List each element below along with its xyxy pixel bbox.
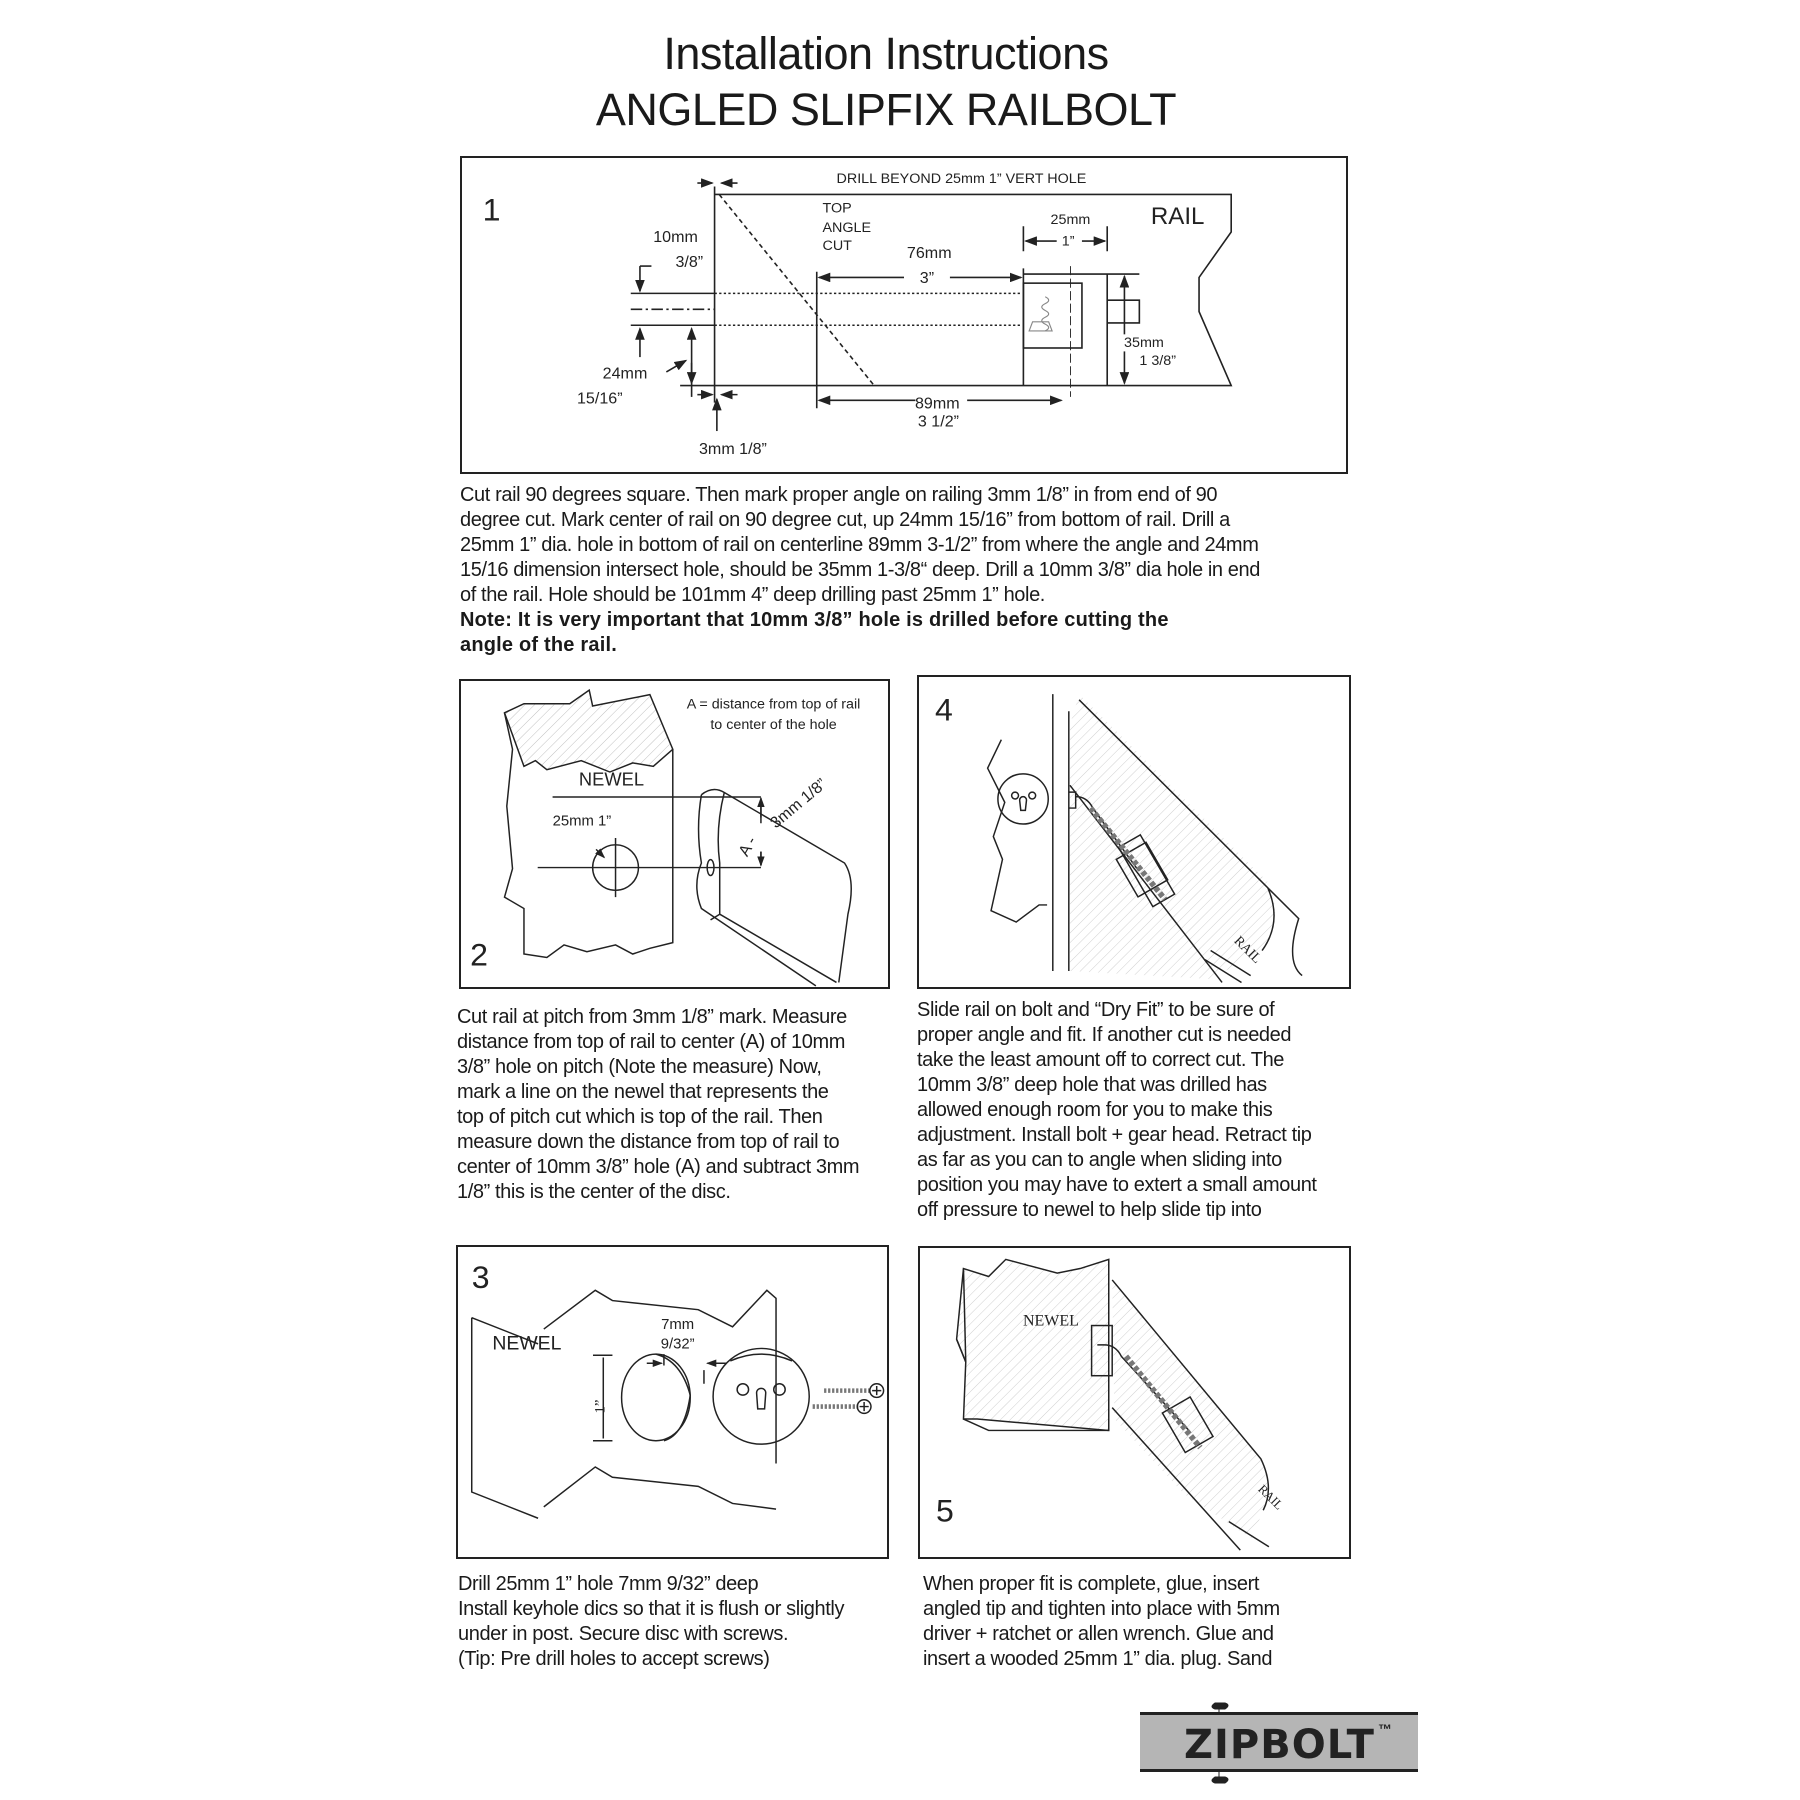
step-1-instructions: Cut rail 90 degrees square. Then mark pr…	[460, 483, 1260, 658]
text-line: adjustment. Install bolt + gear head. Re…	[917, 1124, 1312, 1146]
label-rail: RAIL	[1151, 203, 1205, 230]
label-15-16: 15/16”	[577, 391, 623, 408]
text-line: proper angle and fit. If another cut is …	[917, 1024, 1292, 1046]
text-line: allowed enough room for you to make this	[917, 1099, 1273, 1121]
step-2-diagram: A = distance from top of rail to center …	[459, 679, 890, 989]
zipbolt-logo: ZIPBOLT ™	[1140, 1700, 1420, 1786]
text-line: Install keyhole dics so that it is flush…	[458, 1598, 845, 1620]
label-89mm: 89mm	[915, 395, 960, 412]
label-10mm: 10mm	[653, 229, 698, 246]
label-top: TOP	[822, 201, 851, 217]
title-line-1: Installation Instructions	[663, 28, 1109, 79]
label-newel: NEWEL	[492, 1333, 561, 1355]
label-angle: ANGLE	[822, 220, 871, 236]
text-line: top of pitch cut which is top of the rai…	[457, 1106, 823, 1128]
text-line: driver + ratchet or allen wrench. Glue a…	[923, 1623, 1274, 1645]
text-line: degree cut. Mark center of rail on 90 de…	[460, 509, 1230, 531]
text-line: Cut rail 90 degrees square. Then mark pr…	[460, 484, 1218, 506]
logo-wordmark: ZIPBOLT	[1184, 1722, 1375, 1768]
text-line: When proper fit is complete, glue, inser…	[923, 1573, 1259, 1595]
note-line: Note: It is very important that 10mm 3/8…	[460, 609, 1169, 631]
label-25mm: 25mm	[1051, 212, 1091, 228]
text-line: under in post. Secure disc with screws.	[458, 1623, 789, 1645]
label-a: A -	[736, 834, 761, 859]
label-cut: CUT	[822, 238, 852, 254]
text-line: insert a wooded 25mm 1” dia. plug. Sand	[923, 1648, 1273, 1670]
text-line: 15/16 dimension intersect hole, should b…	[460, 559, 1260, 581]
label-a-definition-1: A = distance from top of rail	[687, 696, 861, 712]
step-5-diagram: NEWEL RAIL 5	[918, 1246, 1351, 1559]
text-line: off pressure to newel to help slide tip …	[917, 1199, 1262, 1221]
label-25mm: 25mm 1”	[553, 814, 612, 830]
text-line: position you may have to extert a small …	[917, 1174, 1317, 1196]
label-3mm: 3mm 1/8”	[699, 441, 767, 458]
label-1in: 1”	[1062, 234, 1075, 250]
step-5-instructions: When proper fit is complete, glue, inser…	[923, 1572, 1280, 1672]
label-newel: NEWEL	[1023, 1313, 1079, 1330]
label-3in: 3”	[920, 270, 934, 287]
text-line: as far as you can to angle when sliding …	[917, 1149, 1282, 1171]
step-1-diagram: 1 DRILL BEYOND 25mm 1” VERT HOLE TOP ANG…	[460, 156, 1348, 474]
text-line: (Tip: Pre drill holes to accept screws)	[458, 1648, 770, 1670]
text-line: distance from top of rail to center (A) …	[457, 1031, 846, 1053]
text-line: take the least amount off to correct cut…	[917, 1049, 1285, 1071]
step-number: 1	[483, 192, 501, 228]
text-line: mark a line on the newel that represents…	[457, 1081, 829, 1103]
text-line: 25mm 1” dia. hole in bottom of rail on c…	[460, 534, 1259, 556]
label-3mm: 3mm 1/8”	[767, 776, 830, 832]
text-line: angled tip and tighten into place with 5…	[923, 1598, 1280, 1620]
logo-trademark: ™	[1378, 1721, 1392, 1737]
step-number: 2	[470, 936, 488, 972]
text-line: 10mm 3/8” deep hole that was drilled has	[917, 1074, 1267, 1096]
step-number: 4	[935, 691, 953, 727]
label-3-8: 3/8”	[675, 254, 703, 271]
label-7mm: 7mm	[661, 1317, 694, 1333]
label-9-32: 9/32”	[661, 1336, 695, 1352]
label-drill-beyond: DRILL BEYOND 25mm 1” VERT HOLE	[837, 171, 1087, 187]
label-35mm: 35mm	[1124, 335, 1164, 351]
label-1-3-8: 1 3/8”	[1139, 353, 1176, 369]
text-line: Cut rail at pitch from 3mm 1/8” mark. Me…	[457, 1006, 847, 1028]
step-3-instructions: Drill 25mm 1” hole 7mm 9/32” deep Instal…	[458, 1572, 844, 1672]
text-line: of the rail. Hole should be 101mm 4” dee…	[460, 584, 1045, 606]
label-newel: NEWEL	[579, 769, 644, 790]
text-line: center of 10mm 3/8” hole (A) and subtrac…	[457, 1156, 860, 1178]
text-line: 3/8” hole on pitch (Note the measure) No…	[457, 1056, 822, 1078]
text-line: 1/8” this is the center of the disc.	[457, 1181, 731, 1203]
step-4-instructions: Slide rail on bolt and “Dry Fit” to be s…	[917, 998, 1317, 1223]
step-4-diagram: 4 RAIL	[917, 675, 1351, 989]
step-number: 5	[936, 1493, 954, 1529]
text-line: Drill 25mm 1” hole 7mm 9/32” deep	[458, 1573, 759, 1595]
step-3-diagram: 3 NEWEL 7mm 9/32” 1”	[456, 1245, 889, 1559]
note-line: angle of the rail.	[460, 634, 617, 656]
text-line: measure down the distance from top of ra…	[457, 1131, 840, 1153]
label-1in: 1”	[592, 1400, 608, 1414]
label-3-1-2: 3 1/2”	[918, 414, 959, 431]
text-line: Slide rail on bolt and “Dry Fit” to be s…	[917, 999, 1275, 1021]
title-line-2: ANGLED SLIPFIX RAILBOLT	[595, 84, 1177, 135]
label-24mm: 24mm	[603, 366, 648, 383]
label-a-definition-2: to center of the hole	[710, 717, 836, 733]
step-number: 3	[472, 1259, 490, 1295]
step-2-instructions: Cut rail at pitch from 3mm 1/8” mark. Me…	[457, 1005, 860, 1205]
label-76mm: 76mm	[907, 245, 952, 262]
